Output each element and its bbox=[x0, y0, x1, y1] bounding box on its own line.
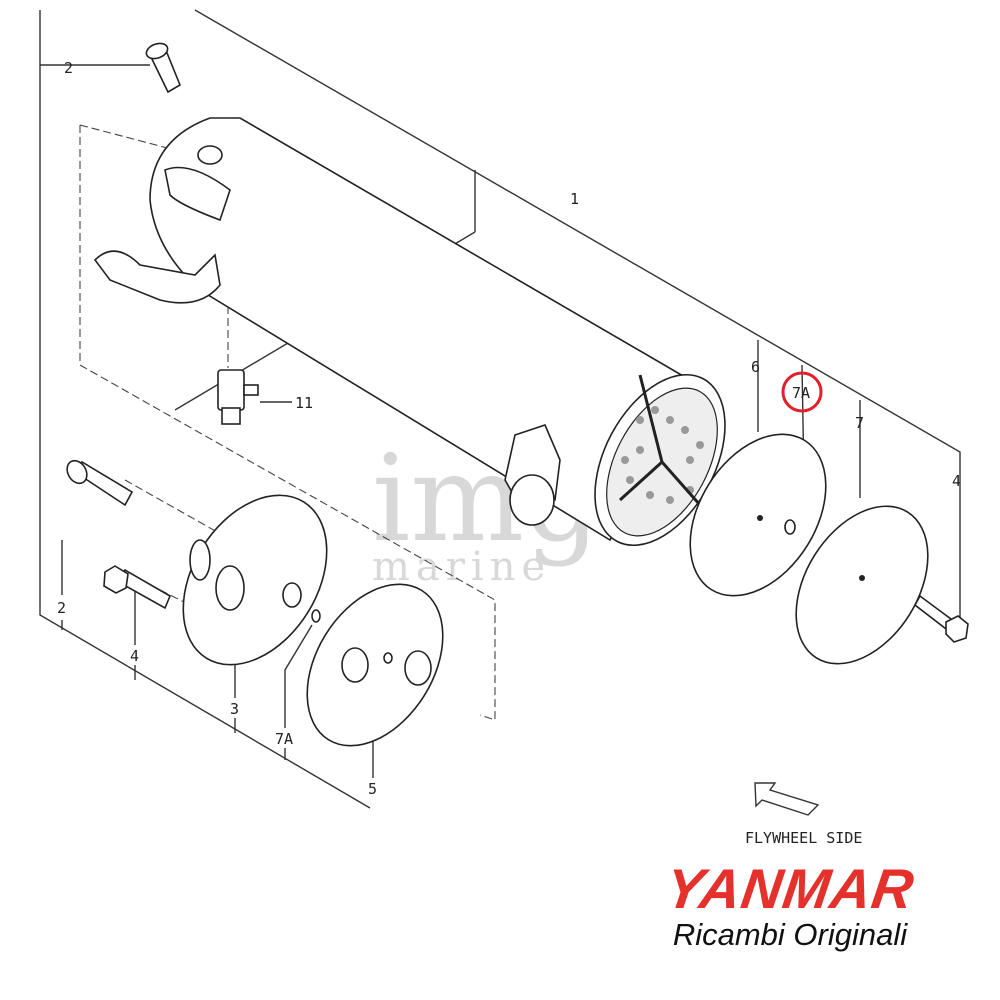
callout-11: 11 bbox=[295, 394, 313, 412]
bolt-part-4-left bbox=[103, 565, 172, 610]
stud-part-2-bottom bbox=[66, 459, 134, 507]
watermark-marine: marine bbox=[372, 544, 551, 590]
bolt-part-2-top bbox=[145, 42, 182, 94]
heat-exchanger-body-part-1 bbox=[93, 117, 726, 547]
cover-plate-part-7 bbox=[795, 505, 929, 665]
callout-7a-highlighted: 7A bbox=[792, 384, 810, 402]
flywheel-side-label: FLYWHEEL SIDE bbox=[745, 829, 862, 847]
gasket-part-6 bbox=[689, 433, 827, 597]
callout-6: 6 bbox=[751, 358, 760, 376]
drain-cock-part-11 bbox=[217, 369, 259, 425]
bolt-part-4-right bbox=[913, 594, 969, 643]
highlight-circle bbox=[781, 371, 823, 413]
reference-lines bbox=[39, 9, 961, 809]
callout-4-right: 4 bbox=[952, 472, 961, 490]
flywheel-direction-arrow-icon bbox=[754, 782, 820, 816]
gasket-part-5 bbox=[306, 583, 444, 747]
callout-5: 5 bbox=[368, 780, 377, 798]
callout-7a-lower: 7A bbox=[275, 730, 293, 748]
callout-2-bottom: 2 bbox=[57, 599, 66, 617]
callout-3: 3 bbox=[230, 700, 239, 718]
logo-brand: YANMAR bbox=[661, 857, 919, 920]
end-cover-part-3 bbox=[182, 494, 328, 666]
callout-2-top: 2 bbox=[64, 59, 73, 77]
callout-1: 1 bbox=[570, 190, 579, 208]
callout-7: 7 bbox=[855, 414, 864, 432]
yanmar-logo: YANMAR Ricambi Originali bbox=[640, 857, 940, 952]
logo-tagline: Ricambi Originali bbox=[672, 917, 908, 952]
callout-4-left: 4 bbox=[130, 647, 139, 665]
